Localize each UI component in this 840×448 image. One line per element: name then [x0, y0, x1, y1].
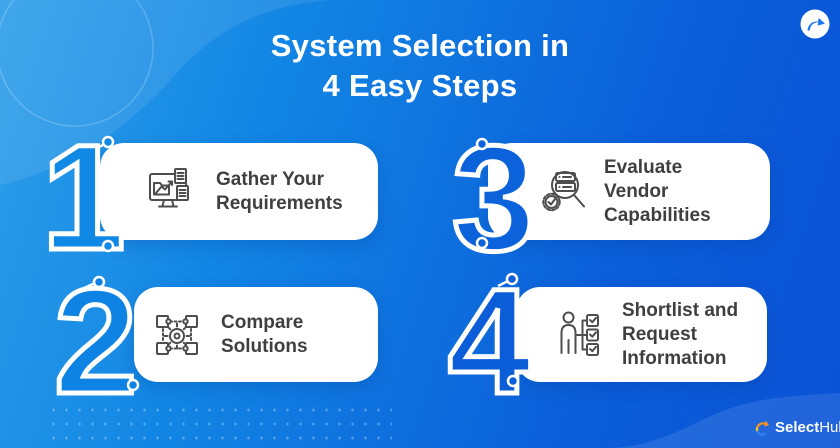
- step-label-1: Gather Your Requirements: [216, 168, 343, 216]
- step-card-1: Gather Your Requirements: [100, 143, 378, 240]
- step-label-4: Shortlist and Request Information: [622, 299, 738, 371]
- step-label-line: Gather Your: [216, 168, 325, 190]
- step-label-line: Requirements: [216, 192, 343, 214]
- page-title: System Selection in 4 Easy Steps: [0, 26, 840, 106]
- step-label-line: Solutions: [221, 335, 308, 357]
- logo-text-select: Select: [775, 419, 820, 436]
- step-label-3: Evaluate Vendor Capabilities: [604, 156, 711, 228]
- selecthub-logo: SelectHub: [754, 419, 840, 436]
- step-label-line: Evaluate: [604, 156, 683, 178]
- step-label-line: Shortlist and: [622, 299, 739, 321]
- step-label-line: Request: [622, 323, 697, 345]
- step-label-2: Compare Solutions: [221, 311, 308, 359]
- person-checklist-icon: [560, 311, 599, 356]
- logo-text-hub: Hub: [819, 419, 840, 436]
- step-label-line: Capabilities: [604, 204, 711, 226]
- share-arrow-icon: [800, 9, 830, 39]
- puzzle-gear-icon: [156, 314, 198, 355]
- step-label-line: Information: [622, 347, 727, 369]
- selecthub-swoosh-icon: [755, 420, 769, 436]
- title-line-1: System Selection in: [270, 28, 570, 63]
- dot-grid-pattern: [44, 400, 392, 446]
- monitor-analytics-icon: [149, 167, 189, 207]
- step-card-3: Evaluate Vendor Capabilities: [488, 143, 770, 240]
- vendor-magnifier-icon: [542, 170, 585, 211]
- step-card-4: Shortlist and Request Information: [516, 287, 767, 382]
- step-card-2: Compare Solutions: [134, 287, 378, 382]
- title-line-2: 4 Easy Steps: [322, 68, 518, 103]
- step-label-line: Vendor: [604, 180, 669, 202]
- step-label-line: Compare: [221, 311, 304, 333]
- selecthub-wordmark: SelectHub: [775, 419, 840, 436]
